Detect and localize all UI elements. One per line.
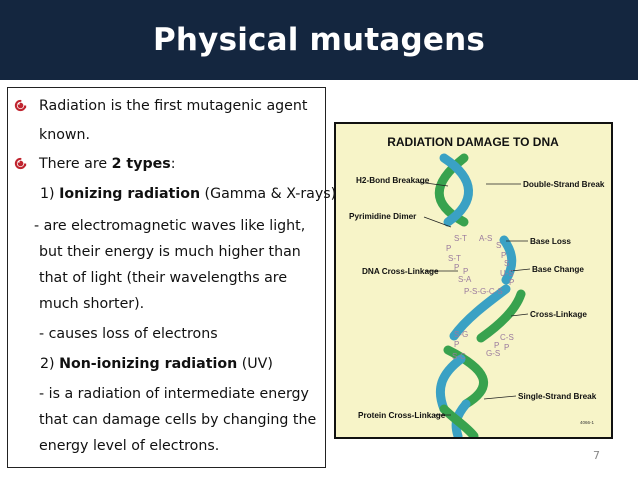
base-letters-18: S-C xyxy=(452,352,466,361)
base-letters-17: P xyxy=(504,343,509,352)
base-letters-16: P xyxy=(454,340,459,349)
base-letters-15: C-S xyxy=(500,333,514,342)
base-letters-9: U-S xyxy=(500,269,514,278)
text-line-4: 1) Ionizing radiation (Gamma & X-rays) xyxy=(40,186,337,202)
base-letters-8: S xyxy=(504,259,509,268)
swirl-bullet-icon xyxy=(14,157,27,170)
text-line-9: - causes loss of electrons xyxy=(39,326,218,342)
base-letters-1: S-T xyxy=(454,234,467,243)
base-letters-7: P xyxy=(501,251,506,260)
base-letters-10: S-A xyxy=(458,275,472,284)
base-letters-14: S-G xyxy=(454,330,468,339)
text-line-10: 2) Non-ionizing radiation (UV) xyxy=(40,356,273,372)
title-bar: Physical mutagens xyxy=(0,0,638,80)
text-line-7: that of light (their wavelengths are xyxy=(39,270,288,286)
text-line-5: - are electromagnetic waves like light, xyxy=(34,218,306,234)
label-base-loss: Base Loss xyxy=(530,237,571,246)
label-pyrimidine: Pyrimidine Dimer xyxy=(349,212,417,221)
text-line-2: known. xyxy=(39,127,90,143)
base-letters-3: P xyxy=(446,244,451,253)
label-cross-linkage: Cross-Linkage xyxy=(530,310,587,319)
dna-helix xyxy=(434,153,526,437)
page-number: 7 xyxy=(593,449,600,462)
base-letters-6: S xyxy=(496,241,501,250)
text-line-12: that can damage cells by changing the xyxy=(39,412,317,428)
label-base-change: Base Change xyxy=(532,265,584,274)
swirl-bullet-icon xyxy=(14,99,27,112)
base-letters-19: G-S xyxy=(486,349,500,358)
figure-credit: 4066-1 xyxy=(580,420,595,425)
base-letters-5: P xyxy=(454,263,459,272)
dna-damage-figure: RADIATION DAMAGE TO DNA H xyxy=(334,122,613,439)
text-box: Radiation is the first mutagenic agent k… xyxy=(7,87,336,468)
text-line-1: Radiation is the first mutagenic agent xyxy=(39,98,308,114)
text-line-6: but their energy is much higher than xyxy=(39,244,301,260)
base-letters-12: P-S-G-C-S xyxy=(464,287,503,296)
dna-damage-diagram: RADIATION DAMAGE TO DNA H xyxy=(349,135,605,437)
base-letters-13: P xyxy=(463,267,468,276)
base-letters-11: P xyxy=(509,278,514,287)
base-letters-2: A-S xyxy=(479,234,492,243)
label-protein-cross: Protein Cross-Linkage xyxy=(358,411,446,420)
label-single-strand: Single-Strand Break xyxy=(518,392,597,401)
text-line-11: - is a radiation of intermediate energy xyxy=(39,386,309,402)
figure-title: RADIATION DAMAGE TO DNA xyxy=(387,135,559,149)
text-line-3: There are 2 types: xyxy=(39,156,176,172)
slide-title: Physical mutagens xyxy=(152,22,486,58)
base-letters-20: P xyxy=(494,341,499,350)
base-letters-4: S-T xyxy=(448,254,461,263)
label-h2-bond: H2-Bond Breakage xyxy=(356,176,430,185)
label-dna-cross: DNA Cross-Linkage xyxy=(362,267,439,276)
text-line-8: much shorter). xyxy=(39,296,145,312)
leader-lines xyxy=(417,181,531,416)
text-line-13: energy level of electrons. xyxy=(39,438,220,454)
label-double-strand: Double-Strand Break xyxy=(523,180,605,189)
